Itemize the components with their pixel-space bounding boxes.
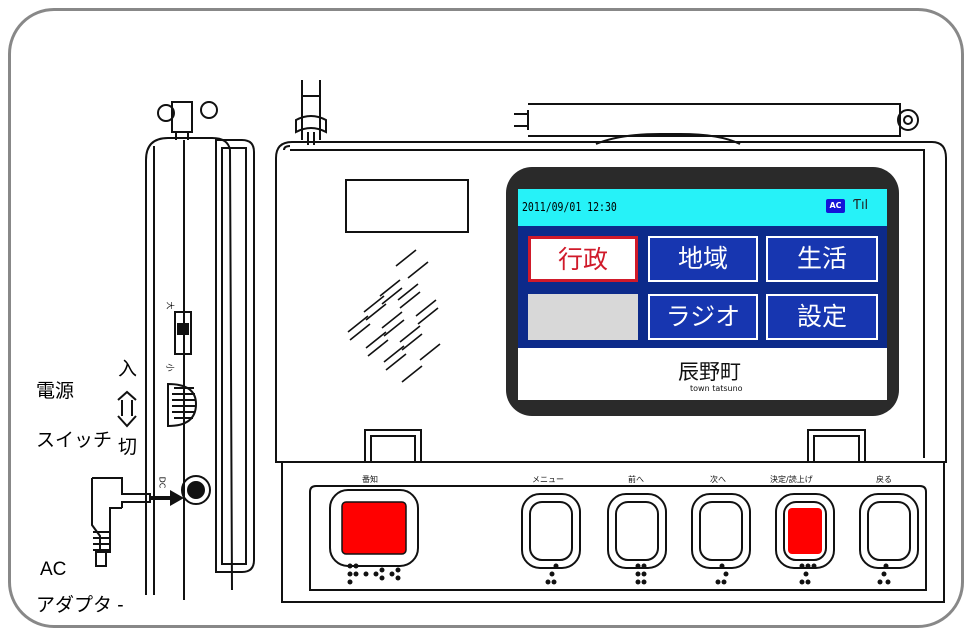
menu-button-seikatsu[interactable]: 生活 [766,236,878,282]
ac-plug [91,477,151,567]
front-view-device [275,80,947,603]
ac-power-icon: AC [826,199,845,213]
menu-button-settei[interactable]: 設定 [766,294,878,340]
confirm-button-face [788,508,822,554]
screen-datetime: 2011/09/01 12:30 [522,200,617,214]
power-arrow-up [117,390,137,416]
side-view-device [145,101,255,600]
power-arrow-down [117,415,137,428]
hw-label-back: 戻る [876,475,892,484]
hw-label-menu: メニュー [532,475,564,484]
menu-button-gyosei[interactable]: 行政 [528,236,638,282]
hw-label-prev: 前へ [628,475,644,484]
screen-status-bar [518,189,887,226]
hw-label-next: 次へ [710,475,726,484]
town-logo-banner [518,348,887,400]
side-label-dc: DC [157,476,167,489]
label-power: 電源 [36,381,75,402]
device-line-drawing [91,80,947,603]
label-switch: スイッチ [36,430,113,451]
speaker-grille [347,249,441,383]
hw-label-notify: 番知 [362,475,378,484]
notify-button-face [341,501,407,555]
menu-button-empty [528,294,638,340]
label-off: 切 [118,437,138,458]
side-label-volume-big: 大 [165,301,175,310]
hardware-button-shells [329,489,919,569]
label-ac: AC [40,559,67,580]
menu-button-chiiki[interactable]: 地域 [648,236,758,282]
menu-button-radio[interactable]: ラジオ [648,294,758,340]
device-diagram: 2011/09/01 12:30 AC Ƭıl 行政 地域 生活 ラジオ 設定 … [8,8,964,628]
town-logo-text: 辰野町 [678,360,741,384]
hw-label-confirm: 決定/読上げ [770,475,813,484]
label-on: 入 [118,359,138,380]
braille-dots [347,563,891,585]
side-label-volume-small: 小 [165,363,175,372]
town-logo-subtext: town tatsuno [690,384,743,393]
signal-strength-icon: Ƭıl [853,198,869,213]
label-adapter: アダプタ - [36,595,124,616]
